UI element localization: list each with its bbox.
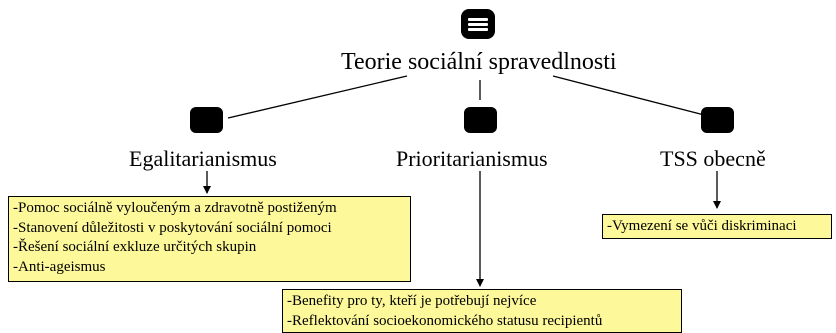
tss-note: -Vymezení se vůči diskriminaci <box>607 218 797 234</box>
prioritarianismus-note: -Reflektování socioekonomického statusu … <box>287 312 603 329</box>
egalitarianismus-notes-box: -Pomoc sociálně vyloučeným a zdravotně p… <box>8 196 411 282</box>
prioritarianismus-notes-box: -Benefity pro ty, kteří je potřebují nej… <box>282 289 682 333</box>
tss-label: TSS obecně <box>660 146 766 171</box>
egalitarianismus-note: -Pomoc sociálně vyloučeným a zdravotně p… <box>13 200 337 216</box>
egalitarianismus-note: -Stanovení důležitosti v poskytování soc… <box>13 219 332 236</box>
tss-node-icon <box>701 107 734 133</box>
egalitarianismus-note: -Anti-ageismus <box>13 258 106 275</box>
prioritarianismus-note: -Benefity pro ty, kteří je potřebují nej… <box>287 293 537 309</box>
root-title: Teorie sociální spravedlnosti <box>341 49 617 75</box>
egalitarianismus-label: Egalitarianismus <box>129 146 277 171</box>
link-root-tss <box>552 75 713 118</box>
prioritarianismus-label: Prioritarianismus <box>396 146 548 171</box>
link-root-egalitarianismus <box>227 75 408 119</box>
egalitarianismus-node-icon <box>190 107 223 133</box>
egalitarianismus-note: -Řešení sociální exkluze určitých skupin <box>13 239 257 255</box>
tss-notes-box: -Vymezení se vůči diskriminaci <box>602 214 832 239</box>
document-icon <box>461 9 495 39</box>
prioritarianismus-node-icon <box>464 107 497 133</box>
